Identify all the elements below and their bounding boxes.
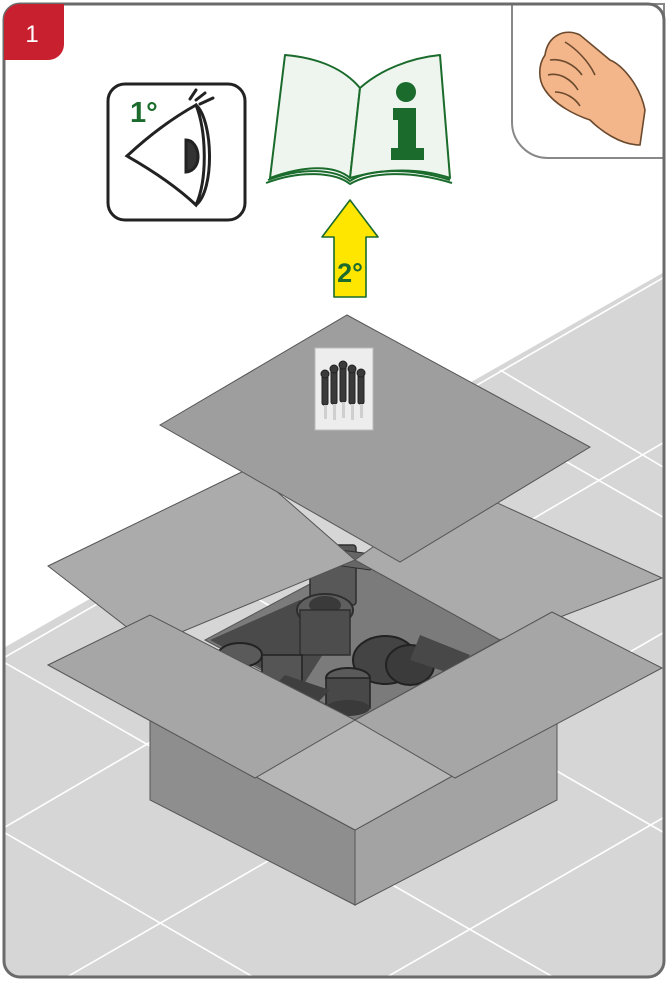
step-number: 1 [25,21,38,48]
hand-panel [512,4,664,158]
screw-bag-icon [315,348,373,430]
eye-icon-panel: 1° [108,84,245,220]
step-badge: 1 [4,4,64,60]
read-first-order-label: 1° [130,97,158,129]
manual-order-label: 2° [337,258,363,288]
info-manual-icon [266,55,452,184]
arrow-up-icon: 2° [322,200,378,297]
